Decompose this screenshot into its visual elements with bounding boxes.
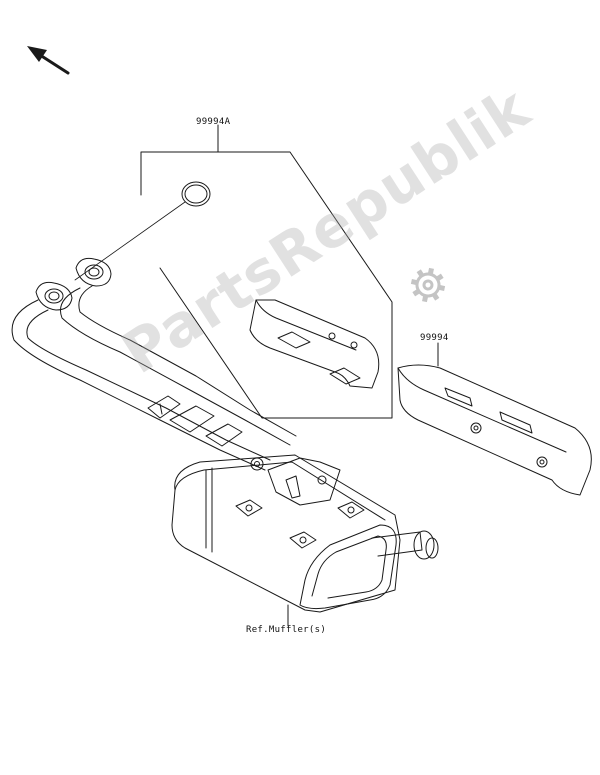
callout-99994: 99994 bbox=[420, 333, 449, 343]
callout-99994a: 99994A bbox=[196, 117, 231, 127]
callout-ref-muffler: Ref.Muffler(s) bbox=[246, 625, 327, 635]
exhaust-flange-left bbox=[35, 281, 73, 311]
muffler-body bbox=[171, 454, 401, 613]
muffler-tailpipe bbox=[371, 530, 439, 560]
gasket-ring bbox=[74, 181, 211, 281]
exhaust-header-pipes bbox=[11, 285, 297, 471]
gear-icon bbox=[410, 267, 446, 303]
pipe-bracket-clamp bbox=[147, 395, 264, 471]
heat-shield-small bbox=[249, 299, 380, 389]
exhaust-flange-right bbox=[75, 257, 112, 287]
kit-outline-99994a bbox=[140, 124, 393, 419]
heat-shield-large bbox=[397, 342, 592, 496]
front-direction-arrow-icon bbox=[27, 46, 70, 75]
